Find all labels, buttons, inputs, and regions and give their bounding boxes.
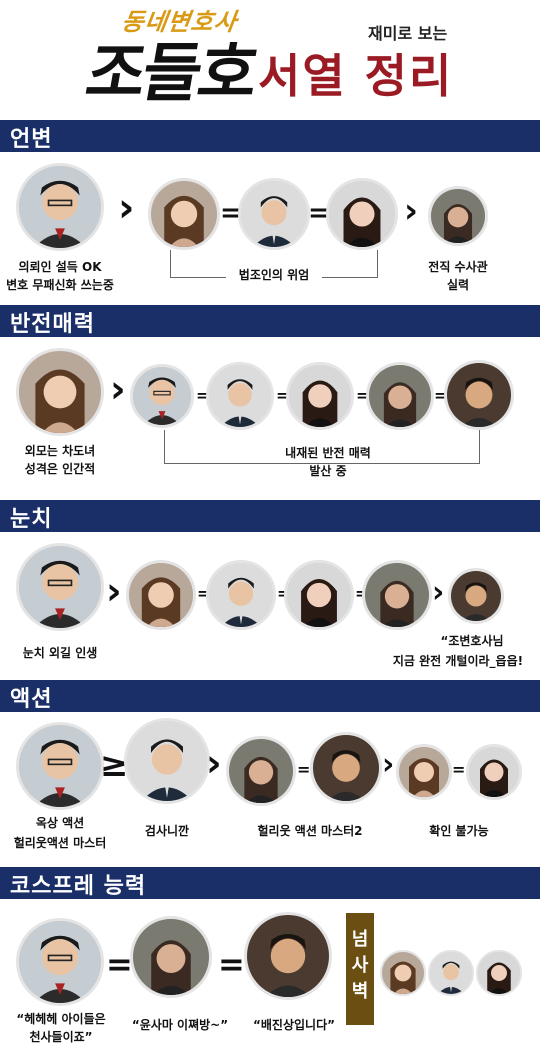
avatar-actress-2: [286, 362, 354, 430]
section-title: 반전매력: [10, 312, 95, 337]
avatar-jo-deulho: [16, 163, 104, 251]
caption: 발산 중: [309, 464, 347, 478]
section-header-charm: 반전매력: [0, 305, 540, 337]
caption: 법조인의 위엄: [226, 266, 322, 284]
greater-equal-icon: ≥: [100, 745, 129, 785]
avatar-actor-1: [428, 950, 474, 996]
avatar-actor-2: [244, 912, 332, 1000]
caption: 헐리웃 액션 마스터2: [257, 824, 363, 838]
greater-than-icon: ›: [404, 191, 419, 231]
section-title: 눈치: [10, 507, 53, 532]
avatar-actress-1: [396, 744, 452, 800]
logo-title: 조들호: [80, 36, 262, 111]
section-title: 코스프레 능력: [10, 874, 147, 899]
avatar-actor-1: [238, 178, 310, 250]
avatar-actor-2: [310, 732, 382, 804]
avatar-jo-deulho: [16, 543, 104, 631]
caption: 눈치 외길 인생: [22, 646, 98, 660]
caption: 성격은 인간적: [24, 462, 96, 476]
avatar-jo-deulho: [130, 364, 194, 428]
equals-icon: =: [220, 198, 242, 228]
equals-icon: =: [452, 760, 466, 779]
caption: “조변호사님: [440, 634, 504, 648]
avatar-actress-3: [428, 186, 488, 246]
caption: 내재된 반전 매력: [268, 444, 388, 462]
page-title: 서열 정리: [258, 49, 454, 103]
avatar-actress-1: [148, 178, 220, 250]
avatar-actress-3: [226, 736, 296, 806]
avatar-actor-1: [124, 718, 210, 804]
avatar-actor-2: [444, 360, 514, 430]
avatar-actress-1: [126, 560, 196, 630]
group-bracket: [164, 430, 480, 464]
greater-than-icon: ›: [206, 741, 222, 785]
avatar-actress-1: [16, 348, 104, 436]
avatar-jo-deulho: [16, 722, 104, 810]
section-header-cosplay: 코스프레 능력: [0, 867, 540, 899]
caption: 변호 무패신화 쓰는중: [6, 278, 114, 292]
caption: 실력: [446, 278, 470, 292]
equals-icon: =: [297, 760, 311, 779]
caption: 외모는 차도녀: [24, 444, 96, 458]
section-title: 언변: [10, 127, 53, 152]
subtitle-small: 재미로 보는: [368, 24, 448, 43]
avatar-actress-3: [362, 560, 432, 630]
section-header-action: 액션: [0, 680, 540, 712]
title-header: 동네변호사 조들호 재미로 보는 서열 정리: [0, 0, 540, 118]
caption: 지금 완전 개털이라_읍읍!: [392, 654, 524, 668]
avatar-actress-2: [466, 744, 522, 800]
equals-icon: =: [308, 198, 330, 228]
greater-than-icon: ›: [432, 575, 445, 610]
avatar-actress-3: [366, 362, 434, 430]
equals-icon: =: [106, 945, 133, 983]
caption: 검사니깐: [144, 824, 190, 838]
caption: 전직 수사관: [428, 260, 488, 274]
caption: 헐리웃액션 마스터: [13, 836, 107, 850]
caption: 확인 불가능: [429, 824, 489, 838]
section-title: 액션: [10, 687, 53, 712]
avatar-actor-2: [448, 568, 504, 624]
caption: 옥상 액션: [35, 816, 85, 830]
avatar-actress-2: [476, 950, 522, 996]
avatar-actress-1: [380, 950, 426, 996]
section-header-awareness: 눈치: [0, 500, 540, 532]
caption: “윤사마 이쪄방~”: [131, 1018, 229, 1032]
greater-than-icon: ›: [106, 569, 122, 613]
avatar-actress-3: [130, 916, 212, 998]
section-header-eloquence: 언변: [0, 120, 540, 152]
caption: 의뢰인 설득 OK: [18, 260, 102, 274]
caption: 천사들이죠”: [29, 1030, 93, 1044]
caption: “헤헤헤 아이들은: [16, 1012, 106, 1026]
avatar-actor-1: [206, 560, 276, 630]
avatar-jo-deulho: [16, 918, 104, 1006]
avatar-actress-2: [284, 560, 354, 630]
greater-than-icon: ›: [382, 747, 395, 782]
avatar-actress-2: [326, 178, 398, 250]
caption: “배진상입니다”: [252, 1018, 335, 1032]
equals-icon: =: [218, 945, 245, 983]
avatar-actor-1: [206, 362, 274, 430]
greater-than-icon: ›: [110, 367, 126, 411]
side-label-box: 넘사벽: [346, 913, 374, 1025]
greater-than-icon: ›: [118, 185, 135, 231]
